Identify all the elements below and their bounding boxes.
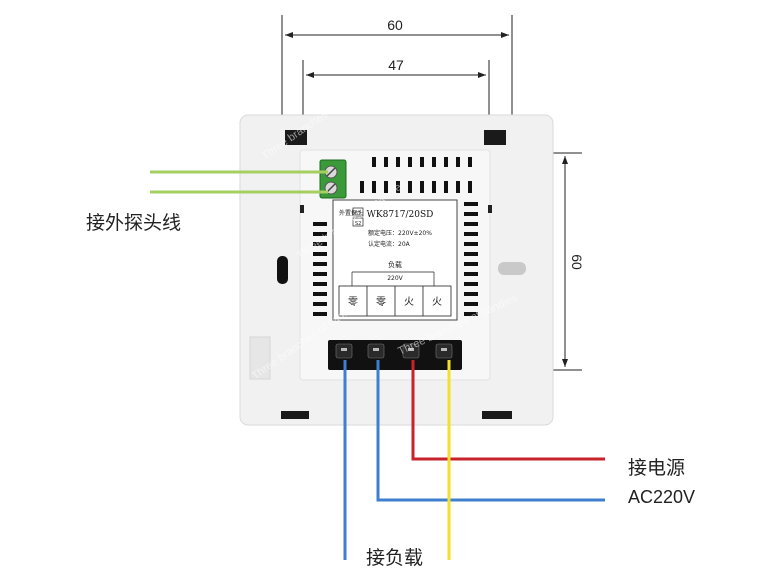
mount-hole-right bbox=[498, 262, 526, 275]
terminal-block bbox=[328, 340, 462, 370]
load-label: 负载 bbox=[388, 260, 402, 269]
bottom-slot-right bbox=[482, 411, 512, 419]
blue-wire-power bbox=[376, 360, 605, 502]
dimension-top-60: 60 bbox=[281, 15, 513, 118]
power-voltage-label: AC220V bbox=[628, 487, 696, 507]
product-label: 外置探头 S1 S2 WK8717/20SD 额定电压：220V±20% 认定电… bbox=[332, 199, 458, 321]
switch-s1: S1 bbox=[355, 211, 361, 217]
dim-inner-47-label: 47 bbox=[388, 57, 404, 73]
terminal-label-2: 零 bbox=[376, 296, 386, 308]
corner-clip-top-right bbox=[484, 130, 506, 145]
rated-voltage: 额定电压：220V±20% bbox=[368, 229, 432, 237]
dim-top-60-label: 60 bbox=[387, 17, 403, 33]
power-label: 接电源 bbox=[628, 457, 686, 479]
dim-right-60-label: 60 bbox=[569, 254, 585, 270]
probe-connector bbox=[319, 159, 347, 199]
bottom-slot-left bbox=[281, 411, 309, 419]
load-wire-label: 接负载 bbox=[366, 547, 424, 569]
terminal-label-1: 零 bbox=[348, 296, 358, 308]
rated-current: 认定电流：20A bbox=[368, 240, 411, 248]
vent-left bbox=[313, 222, 327, 316]
red-wire-power bbox=[411, 360, 605, 461]
model-number: WK8717/20SD bbox=[367, 210, 434, 220]
vent-rows bbox=[360, 157, 472, 193]
vent-right bbox=[464, 202, 478, 316]
corner-clip-top-left bbox=[285, 130, 307, 145]
switch-s2: S2 bbox=[355, 221, 361, 227]
probe-wires bbox=[150, 170, 328, 194]
probe-wire-label: 接外探头线 bbox=[86, 212, 182, 234]
terminal-label-3: 火 bbox=[404, 296, 414, 308]
load-voltage: 220V bbox=[387, 275, 403, 282]
side-bump bbox=[249, 336, 271, 380]
probe-tag: 外置探头 bbox=[339, 209, 363, 217]
mount-hole-left bbox=[277, 256, 288, 284]
terminal-label-4: 火 bbox=[432, 296, 442, 308]
